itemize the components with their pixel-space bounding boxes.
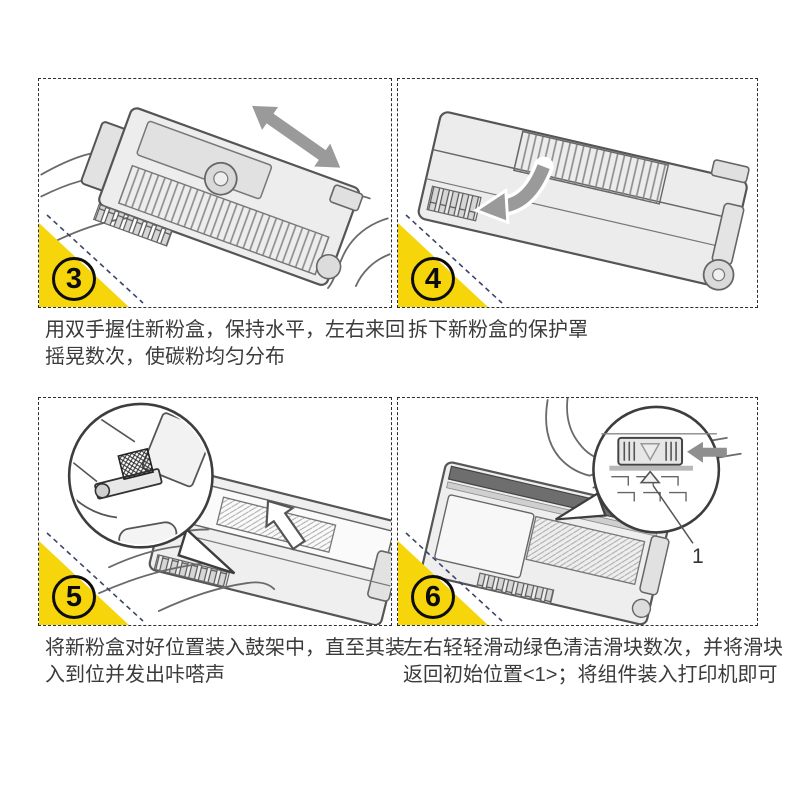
- step5-caption: 将新粉盒对好位置装入鼓架中，直至其装 入到位并发出咔嗒声: [45, 635, 405, 689]
- step-number-badge: 3: [52, 257, 96, 301]
- toner-cartridge: [80, 107, 364, 286]
- caption-line: 摇晃数次，使碳粉均匀分布: [45, 346, 285, 368]
- step-number-badge: 4: [411, 257, 455, 301]
- step6-illustration-slide-cleaner: [420, 398, 742, 625]
- step-number: 3: [65, 262, 83, 295]
- caption-line: 用双手握住新粉盒，保持水平，左右来回: [45, 319, 405, 341]
- step-panel-5: 5: [38, 397, 392, 626]
- insert-arrow-icon: [265, 499, 307, 551]
- callout-line: [652, 485, 694, 544]
- step4-caption: 拆下新粉盒的保护罩: [408, 317, 588, 344]
- slide-arrow-icon: [687, 441, 727, 463]
- caption-line: 将新粉盒对好位置装入鼓架中，直至其装: [45, 637, 405, 659]
- step-number-badge: 5: [52, 575, 96, 619]
- caption-line: 左右轻轻滑动绿色清洁滑块数次，并将滑块: [403, 637, 783, 659]
- step-number: 6: [424, 580, 442, 613]
- step3-illustration-shake-cartridge: [40, 105, 391, 289]
- shake-arrow-icon: [252, 105, 341, 168]
- step-panel-6: 1 6: [397, 397, 758, 626]
- step5-illustration-insert-into-drum: [67, 402, 391, 625]
- step3-caption: 用双手握住新粉盒，保持水平，左右来回 摇晃数次，使碳粉均匀分布: [45, 317, 405, 371]
- magnifier-inset-icon: [555, 405, 727, 544]
- peel-arrow-icon: [472, 156, 554, 225]
- step-panel-4: 4: [397, 78, 758, 308]
- toner-cartridge: [417, 111, 750, 291]
- caption-line: 返回初始位置<1>；将组件装入打印机即可: [403, 664, 778, 686]
- step-number: 4: [424, 262, 442, 295]
- caption-line: 入到位并发出咔嗒声: [45, 664, 225, 686]
- drum-toner-assembly: [420, 461, 672, 625]
- slider-triangle-mark: [639, 443, 661, 462]
- step-panel-3: 3: [38, 78, 392, 308]
- cleaning-lever: [94, 447, 163, 500]
- magnifier-inset-icon: [67, 402, 236, 575]
- inset-callout-label: 1: [692, 545, 704, 568]
- caption-line: 拆下新粉盒的保护罩: [408, 319, 588, 341]
- step6-caption: 左右轻轻滑动绿色清洁滑块数次，并将滑块 返回初始位置<1>；将组件装入打印机即可: [403, 635, 783, 689]
- step4-illustration-remove-cover: [417, 111, 750, 291]
- home-position-mark: [639, 470, 661, 484]
- step-number: 5: [65, 580, 83, 613]
- step-number-badge: 6: [411, 575, 455, 619]
